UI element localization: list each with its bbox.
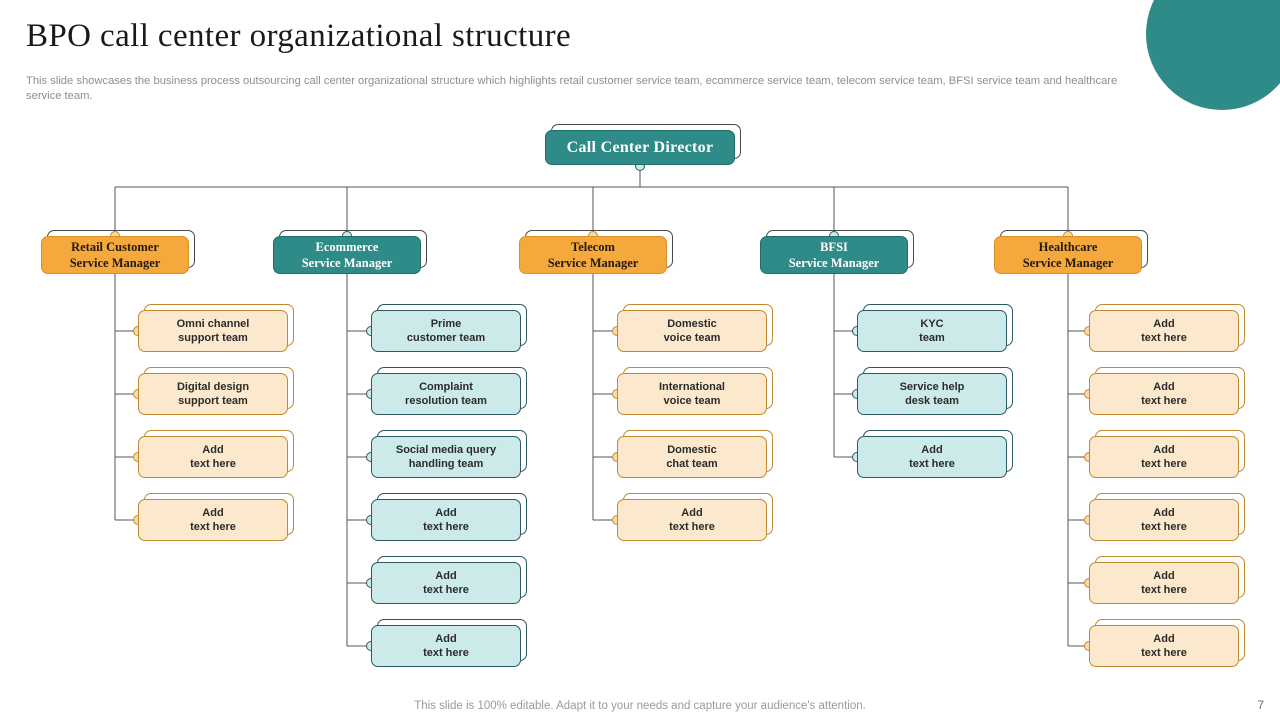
- leaf-node-bfsi-1-label: KYC team: [919, 318, 945, 344]
- leaf-node-telecom-4-label: Add text here: [669, 507, 715, 533]
- manager-node-retail[interactable]: Retail Customer Service Manager: [41, 236, 189, 274]
- page-subtitle: This slide showcases the business proces…: [26, 75, 1118, 102]
- leaf-node-healthcare-6-label: Add text here: [1141, 633, 1187, 659]
- leaf-node-bfsi-1[interactable]: KYC team: [857, 310, 1007, 352]
- leaf-node-retail-2[interactable]: Digital design support team: [138, 373, 288, 415]
- leaf-node-ecommerce-3[interactable]: Social media query handling team: [371, 436, 521, 478]
- leaf-node-ecommerce-5[interactable]: Add text here: [371, 562, 521, 604]
- director-node[interactable]: Call Center Director: [545, 130, 735, 165]
- manager-node-ecommerce-label: Ecommerce Service Manager: [301, 240, 393, 270]
- leaf-node-bfsi-3-label: Add text here: [909, 444, 955, 470]
- leaf-node-healthcare-5-label: Add text here: [1141, 570, 1187, 596]
- manager-node-telecom[interactable]: Telecom Service Manager: [519, 236, 667, 274]
- leaf-node-ecommerce-4-label: Add text here: [423, 507, 469, 533]
- leaf-node-bfsi-3[interactable]: Add text here: [857, 436, 1007, 478]
- leaf-node-ecommerce-3-label: Social media query handling team: [395, 444, 497, 470]
- leaf-node-telecom-3-label: Domestic chat team: [666, 444, 718, 470]
- leaf-node-healthcare-4-label: Add text here: [1141, 507, 1187, 533]
- leaf-node-bfsi-2[interactable]: Service help desk team: [857, 373, 1007, 415]
- decorative-circle: [1146, 0, 1280, 110]
- leaf-node-healthcare-6[interactable]: Add text here: [1089, 625, 1239, 667]
- manager-node-bfsi-label: BFSI Service Manager: [788, 240, 880, 270]
- page-number: 7: [1257, 698, 1264, 712]
- leaf-node-ecommerce-6-label: Add text here: [423, 633, 469, 659]
- leaf-node-ecommerce-6[interactable]: Add text here: [371, 625, 521, 667]
- leaf-node-retail-3[interactable]: Add text here: [138, 436, 288, 478]
- leaf-node-healthcare-4[interactable]: Add text here: [1089, 499, 1239, 541]
- footer-note: This slide is 100% editable. Adapt it to…: [414, 700, 866, 712]
- leaf-node-ecommerce-2-label: Complaint resolution team: [405, 381, 487, 407]
- leaf-node-bfsi-2-label: Service help desk team: [899, 381, 965, 407]
- leaf-node-healthcare-1-label: Add text here: [1141, 318, 1187, 344]
- leaf-node-healthcare-3-label: Add text here: [1141, 444, 1187, 470]
- leaf-node-telecom-2-label: International voice team: [658, 381, 725, 407]
- manager-node-healthcare[interactable]: Healthcare Service Manager: [994, 236, 1142, 274]
- leaf-node-healthcare-2[interactable]: Add text here: [1089, 373, 1239, 415]
- leaf-node-telecom-4[interactable]: Add text here: [617, 499, 767, 541]
- manager-node-retail-label: Retail Customer Service Manager: [69, 240, 161, 270]
- leaf-node-telecom-1-label: Domestic voice team: [663, 318, 721, 344]
- leaf-node-retail-3-label: Add text here: [190, 444, 236, 470]
- manager-node-bfsi[interactable]: BFSI Service Manager: [760, 236, 908, 274]
- leaf-node-ecommerce-1-label: Prime customer team: [406, 318, 486, 344]
- leaf-node-retail-2-label: Digital design support team: [176, 381, 250, 407]
- leaf-node-telecom-3[interactable]: Domestic chat team: [617, 436, 767, 478]
- manager-node-healthcare-label: Healthcare Service Manager: [1022, 240, 1114, 270]
- leaf-node-healthcare-1[interactable]: Add text here: [1089, 310, 1239, 352]
- leaf-node-healthcare-5[interactable]: Add text here: [1089, 562, 1239, 604]
- leaf-node-telecom-2[interactable]: International voice team: [617, 373, 767, 415]
- leaf-node-retail-4-label: Add text here: [190, 507, 236, 533]
- leaf-node-ecommerce-1[interactable]: Prime customer team: [371, 310, 521, 352]
- leaf-node-telecom-1[interactable]: Domestic voice team: [617, 310, 767, 352]
- leaf-node-healthcare-2-label: Add text here: [1141, 381, 1187, 407]
- leaf-node-ecommerce-2[interactable]: Complaint resolution team: [371, 373, 521, 415]
- leaf-node-retail-4[interactable]: Add text here: [138, 499, 288, 541]
- manager-node-ecommerce[interactable]: Ecommerce Service Manager: [273, 236, 421, 274]
- leaf-node-ecommerce-4[interactable]: Add text here: [371, 499, 521, 541]
- leaf-node-retail-1-label: Omni channel support team: [176, 318, 250, 344]
- manager-node-telecom-label: Telecom Service Manager: [547, 240, 639, 270]
- leaf-node-healthcare-3[interactable]: Add text here: [1089, 436, 1239, 478]
- page-title: BPO call center organizational structure: [26, 18, 572, 54]
- director-node-label: Call Center Director: [566, 138, 714, 156]
- leaf-node-retail-1[interactable]: Omni channel support team: [138, 310, 288, 352]
- leaf-node-ecommerce-5-label: Add text here: [423, 570, 469, 596]
